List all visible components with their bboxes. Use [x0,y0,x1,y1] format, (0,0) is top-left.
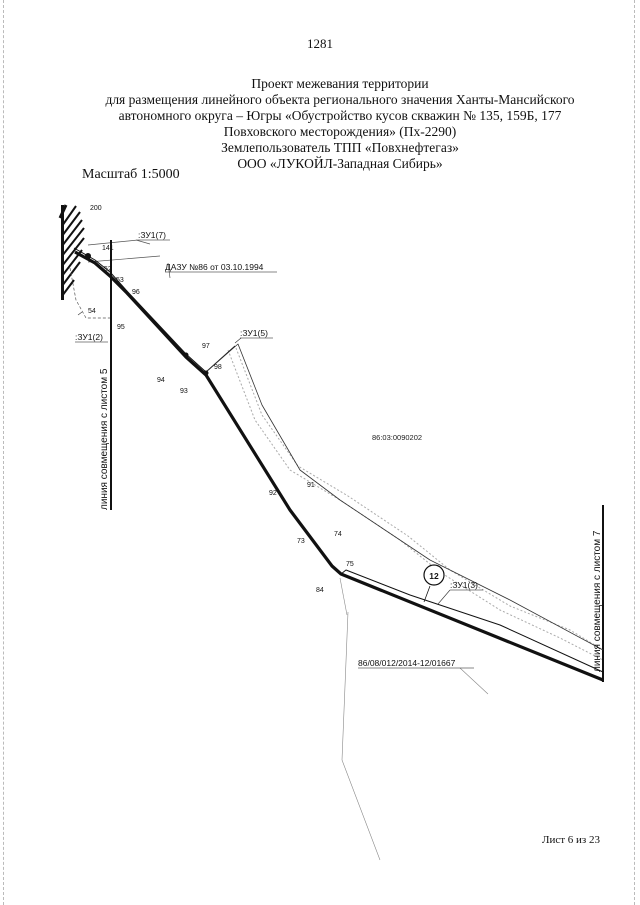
point-label-75: 75 [346,561,354,568]
title-line-6: ООО «ЛУКОЙЛ-Западная Сибирь» [237,156,443,171]
left-scan-edge [3,0,5,905]
point-label-52: 52 [104,266,112,273]
point-label-53: 53 [116,277,124,284]
point-label-97: 97 [202,343,210,350]
parcel-label-zu1-2: :ЗУ1(2) [75,332,103,342]
point-label-98: 98 [214,364,222,371]
point-label-54: 54 [88,308,96,315]
parcel-label-zu1-3: :ЗУ1(3) [450,580,478,590]
point-label-95: 95 [117,324,125,331]
circle-marker-12-label: 12 [429,571,439,581]
cadastral-number-label: 86/08/012/2014-12/01667 [358,658,456,668]
circle-marker-12: 12 [423,564,445,603]
hatched-area [58,204,85,300]
parcel-label-zu1-7: :ЗУ1(7) [138,230,166,240]
title-line-3: автономного округа – Югры «Обустройство … [118,108,562,123]
point-label-91: 91 [307,482,315,489]
title-line-1: Проект межевания территории [251,76,429,91]
parcel-label-zu1-5: :ЗУ1(5) [240,328,268,338]
leader-lines [77,311,451,605]
title-line-4: Повховского месторождения» (Пх-2290) [223,124,457,139]
point-label-74: 74 [334,531,342,538]
page-number: 1281 [307,36,333,51]
title-line-2: для размещения линейного объекта региона… [105,92,575,107]
cadastral-block-label: 86:03:0090202 [372,433,422,442]
vertex-markers [85,253,209,376]
point-label-200: 200 [90,205,102,212]
point-label-73: 73 [297,538,305,545]
point-label-141: 141 [102,245,114,252]
sheet-label: Лист 6 из 23 [542,834,601,846]
parcel-boundaries [69,239,171,319]
scale-label: Масштаб 1:5000 [82,167,180,182]
point-label-84: 84 [316,587,324,594]
right-scan-edge [634,0,636,905]
document-title: Проект межевания территории для размещен… [0,76,640,172]
point-label-94: 94 [157,377,165,384]
faint-corridor-boundary [227,347,604,661]
point-label-96: 96 [132,289,140,296]
corridor-line [73,247,604,682]
title-line-5: Землепользователь ТПП «Повхнефтегаз» [221,140,459,155]
point-label-92: 92 [269,490,277,497]
cadastral-boundaries [339,577,489,861]
dazu-label: ДАЗУ №86 от 03.10.1994 [165,262,264,272]
match-line-7-label: линия совмещения с листом 7 [592,530,603,672]
match-line-5-label: линия совмещения с листом 5 [99,368,110,510]
point-label-93: 93 [180,388,188,395]
